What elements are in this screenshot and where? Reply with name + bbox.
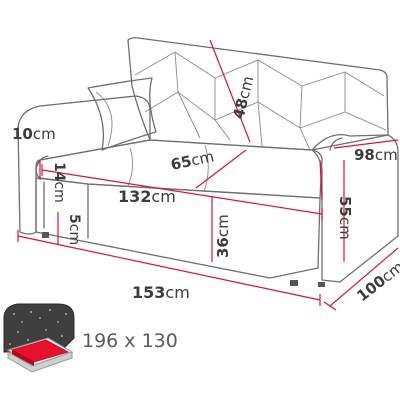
label-total-depth: 100cm <box>353 258 400 306</box>
fabric-speckles <box>9 309 67 345</box>
svg-text:14cm: 14cm <box>51 162 67 203</box>
sleeping-area-size: 196 x 130 <box>82 330 178 352</box>
decorative-pillow <box>87 77 157 151</box>
svg-text:65cm: 65cm <box>169 147 216 174</box>
pillow-seam <box>95 91 113 147</box>
leg-right-side <box>318 282 325 287</box>
cushion-seams <box>127 144 209 193</box>
sleeping-area-inset <box>3 303 75 373</box>
svg-text:100cm: 100cm <box>353 258 400 306</box>
label-back-height: 48cm <box>229 74 257 121</box>
bed-frame-fabric <box>3 303 75 353</box>
label-seat-depth: 65cm <box>169 147 216 174</box>
dimension-lines <box>17 39 399 311</box>
backrest-stitching <box>134 51 387 151</box>
leg-front-right <box>290 280 298 286</box>
label-arm-height: 55cm <box>336 196 354 240</box>
label-total-height: 98cm <box>354 146 398 164</box>
svg-text:48cm: 48cm <box>229 74 257 121</box>
mattress-edge <box>12 350 34 366</box>
right-arm-curve <box>329 137 343 151</box>
svg-text:55cm: 55cm <box>336 196 354 240</box>
label-seat-thickness: 14cm <box>51 162 67 203</box>
backrest <box>127 37 389 151</box>
bed-base-side <box>7 351 73 373</box>
label-arm-width: 10cm <box>12 125 56 143</box>
label-seat-width: 132cm <box>118 187 176 206</box>
svg-text:36cm: 36cm <box>214 214 232 258</box>
label-seat-height: 36cm <box>214 214 232 258</box>
label-total-width: 153cm <box>132 283 190 302</box>
front-panel-lines <box>43 181 89 239</box>
svg-text:5cm: 5cm <box>66 214 82 245</box>
leg-front-left <box>42 232 49 238</box>
label-leg-height: 5cm <box>66 214 82 245</box>
